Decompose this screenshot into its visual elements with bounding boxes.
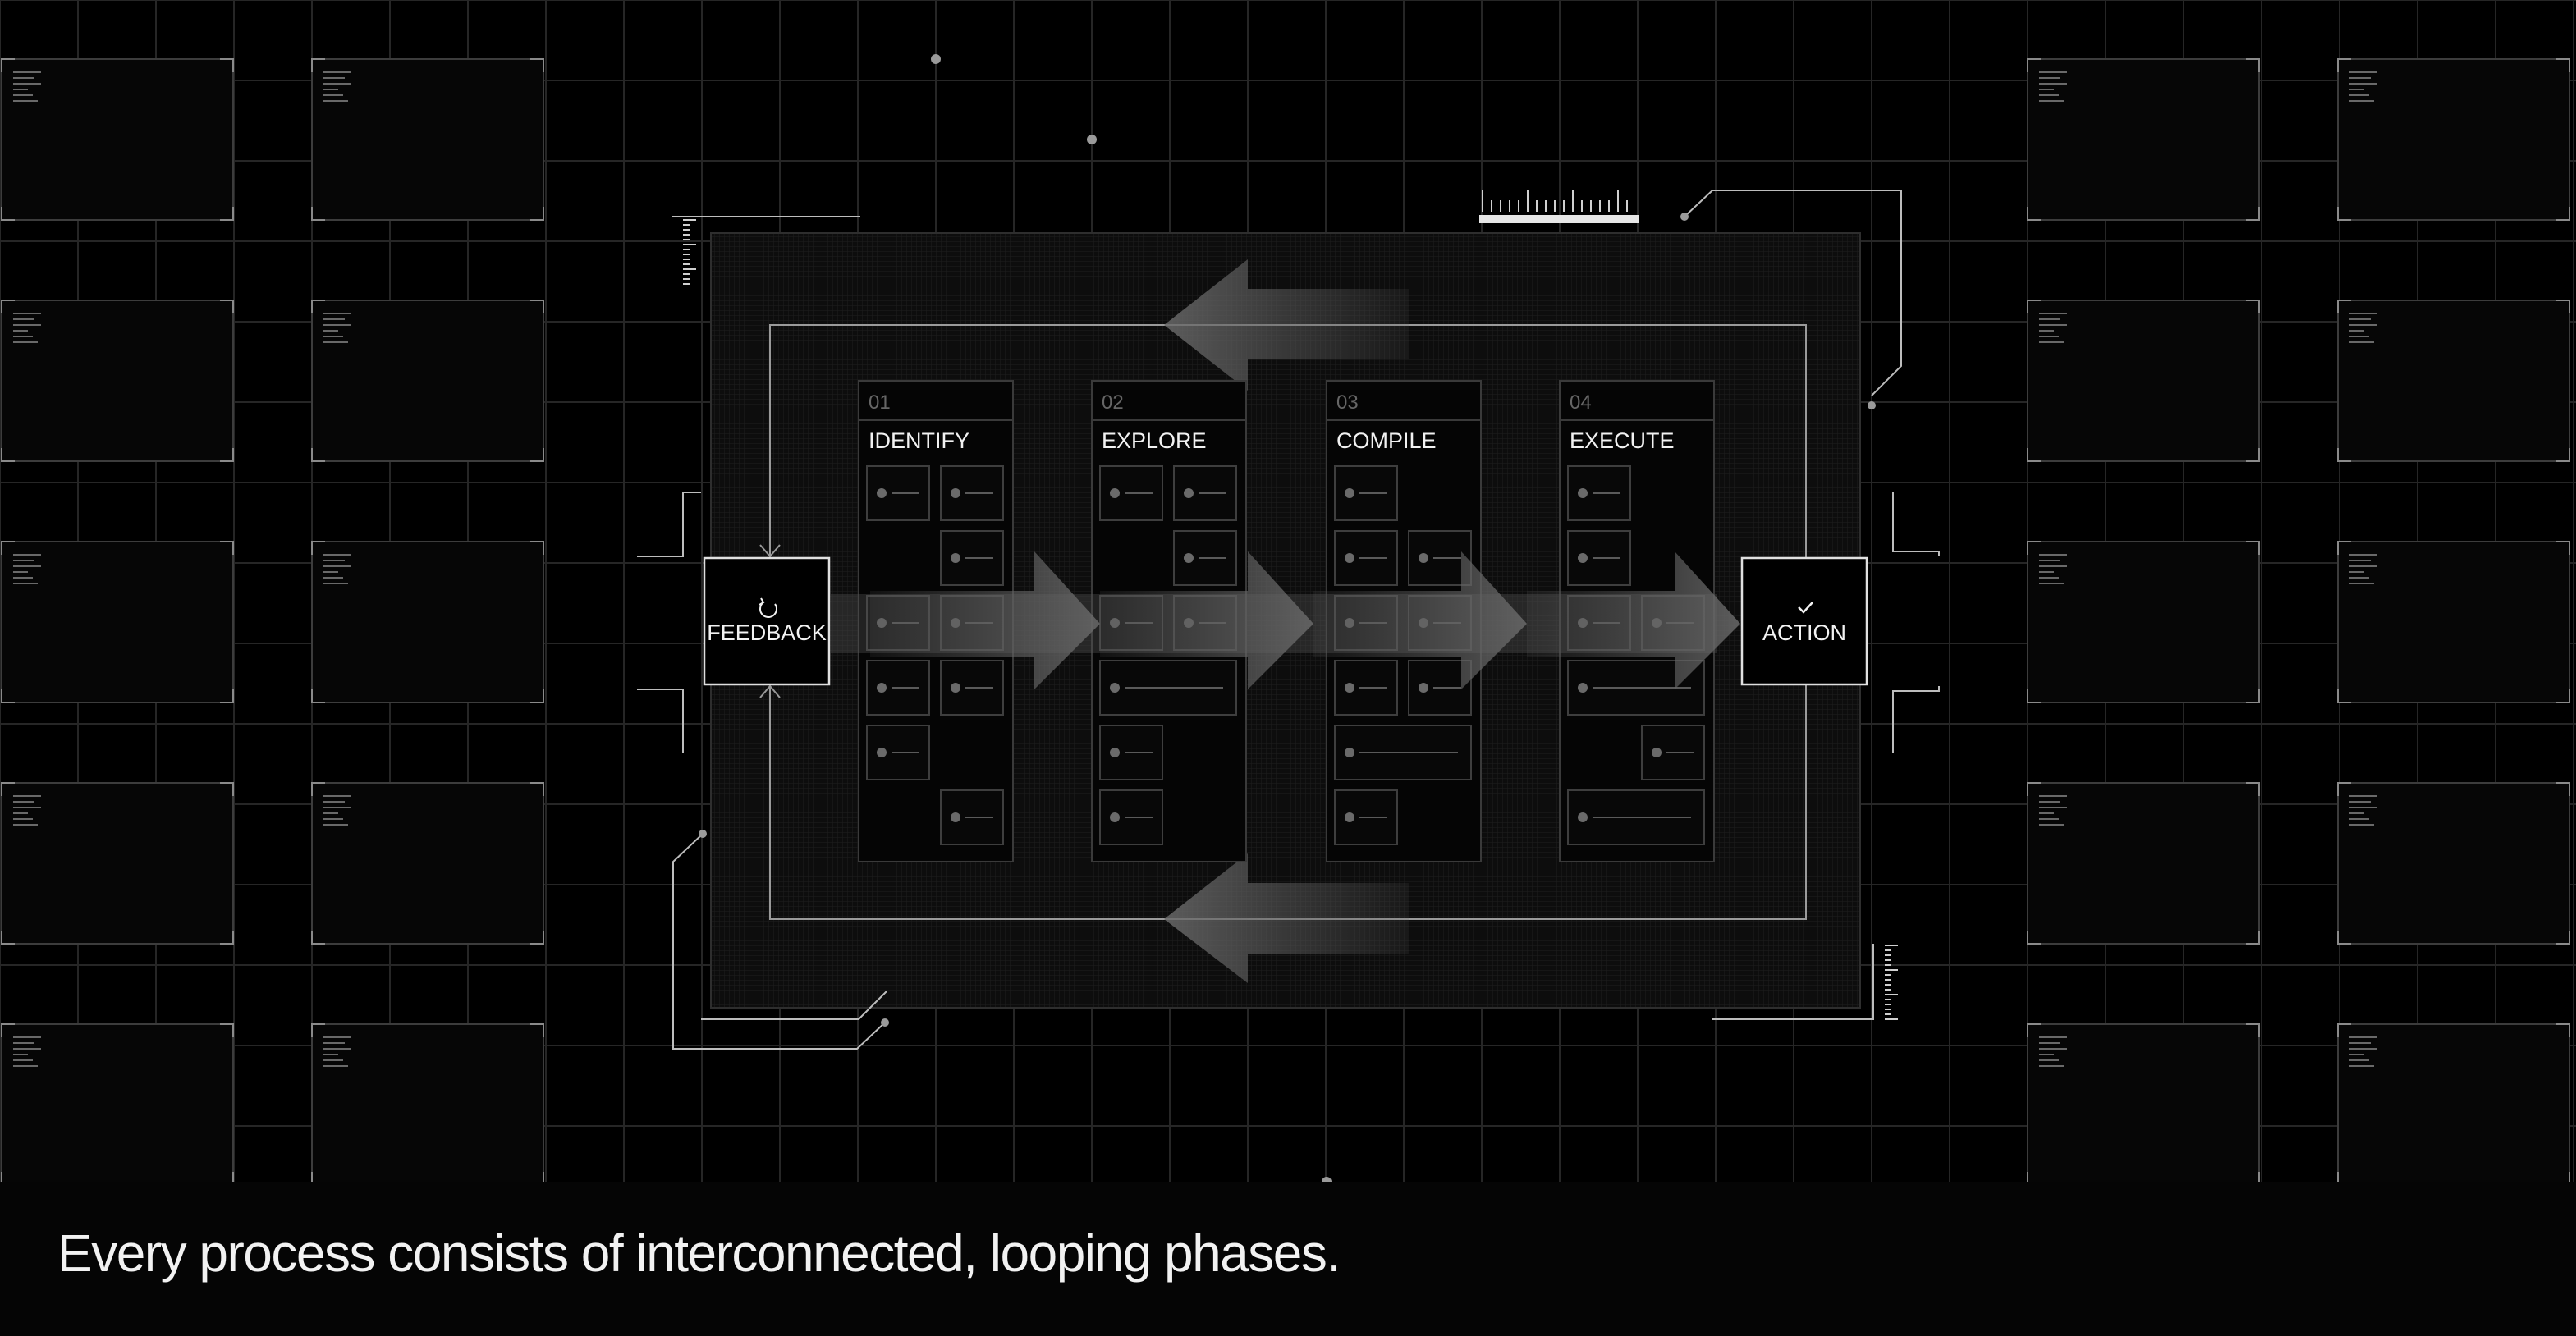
feedback-label: FEEDBACK xyxy=(707,620,827,645)
task-card xyxy=(1334,465,1398,521)
task-card xyxy=(1099,660,1237,716)
task-card xyxy=(866,465,930,521)
side-card xyxy=(2337,300,2570,462)
task-card xyxy=(866,725,930,780)
phase-label: EXECUTE xyxy=(1570,428,1675,453)
side-card xyxy=(311,541,544,703)
task-card xyxy=(940,789,1004,845)
side-panels xyxy=(1,58,2570,1186)
side-card xyxy=(2337,782,2570,945)
side-card xyxy=(2027,782,2260,945)
task-card xyxy=(1567,465,1631,521)
task-card xyxy=(1641,725,1705,780)
task-card xyxy=(940,530,1004,586)
action-label: ACTION xyxy=(1762,620,1846,645)
phase-label: EXPLORE xyxy=(1102,428,1207,453)
connector-lines xyxy=(637,190,1940,1050)
side-card xyxy=(2337,1023,2570,1186)
side-card xyxy=(2027,1023,2260,1186)
side-card xyxy=(1,58,234,221)
loop-path xyxy=(759,324,1807,920)
side-card xyxy=(2337,541,2570,703)
task-card xyxy=(1334,725,1472,780)
task-card xyxy=(1173,465,1237,521)
side-card xyxy=(2027,541,2260,703)
task-card xyxy=(1567,789,1705,845)
side-card xyxy=(311,782,544,945)
flow-arrows xyxy=(831,551,1740,689)
phase-number: 01 xyxy=(869,391,891,414)
tick-rulers xyxy=(683,190,1898,1020)
side-card xyxy=(2027,300,2260,462)
check-icon xyxy=(1798,602,1813,614)
loop-arrow-bottom xyxy=(1164,853,1409,983)
phase-label: IDENTIFY xyxy=(869,428,969,453)
phase-number: 02 xyxy=(1102,391,1124,414)
feedback-node: FEEDBACK xyxy=(703,556,831,686)
side-card xyxy=(1,300,234,462)
task-card xyxy=(866,660,930,716)
action-node: ACTION xyxy=(1740,556,1868,686)
side-card xyxy=(2027,58,2260,221)
loop-arrow-top xyxy=(1164,259,1409,391)
task-card xyxy=(1334,660,1398,716)
flow-arrow-1 xyxy=(870,551,1100,689)
task-card xyxy=(1334,530,1398,586)
task-card xyxy=(1099,789,1163,845)
side-card xyxy=(1,782,234,945)
scale-bar xyxy=(1479,215,1639,223)
task-card xyxy=(940,660,1004,716)
side-card xyxy=(1,1023,234,1186)
task-card xyxy=(1099,725,1163,780)
side-card xyxy=(311,300,544,462)
flow-arrow-4 xyxy=(1527,551,1740,689)
task-card xyxy=(1173,530,1237,586)
phase-number: 03 xyxy=(1336,391,1359,414)
flow-arrow-2 xyxy=(1100,551,1313,689)
phase-number: 04 xyxy=(1570,391,1592,414)
task-card xyxy=(1334,789,1398,845)
task-card xyxy=(940,465,1004,521)
side-card xyxy=(1,541,234,703)
side-card xyxy=(311,58,544,221)
caption-text: Every process consists of interconnected… xyxy=(57,1224,1341,1283)
side-card xyxy=(311,1023,544,1186)
task-card xyxy=(1408,530,1472,586)
side-card xyxy=(2337,58,2570,221)
phase-label: COMPILE xyxy=(1336,428,1437,453)
caption-bar xyxy=(0,1182,2576,1336)
task-card xyxy=(1099,465,1163,521)
refresh-icon xyxy=(759,597,777,618)
task-card xyxy=(1567,530,1631,586)
flow-arrow-3 xyxy=(1313,551,1527,689)
task-card xyxy=(1408,660,1472,716)
